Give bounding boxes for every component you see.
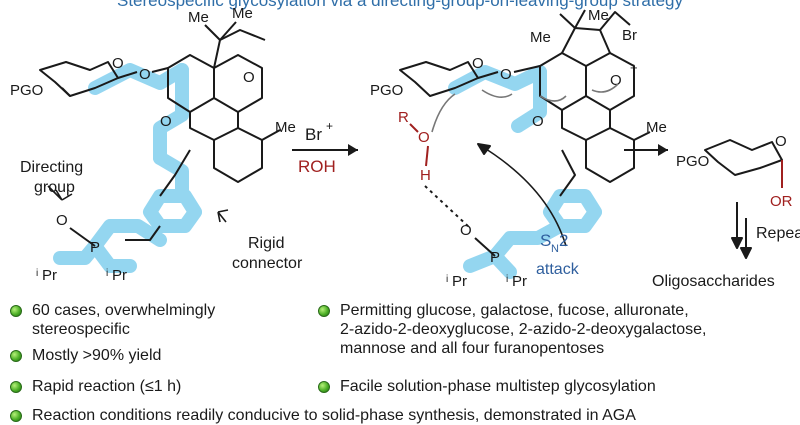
bullet-text: Reaction conditions readily conducive to… — [32, 407, 636, 424]
reagent-roh: ROH — [298, 157, 336, 176]
directing-group-label: Directing group — [20, 159, 88, 196]
iso-prefix-1: i — [36, 268, 38, 279]
figure-title: Stereospecific glycosylation via a direc… — [116, 0, 683, 10]
oxonium-charge: + — [630, 60, 638, 75]
rigid-connector-label: Rigid connector — [232, 235, 303, 272]
anomeric-oxygen-left: O — [139, 66, 151, 83]
bullet-solution-phase: Facile solution-phase multistep glycosyl… — [318, 377, 798, 396]
alcohol-oxygen: O — [418, 129, 430, 146]
anomeric-oxygen-mid: O — [500, 66, 512, 83]
bullet-text: 60 cases, overwhelmingly stereospecific — [32, 302, 216, 338]
alcohol-hydrogen: H — [420, 167, 431, 184]
reagent-plus: + — [326, 119, 333, 133]
iso-prefix-3: i — [446, 274, 448, 285]
directing-group-line-2: group — [34, 179, 75, 196]
attack-label: attack — [536, 261, 580, 278]
bullet-text: Permitting glucose, galactose, fucose, a… — [340, 302, 707, 357]
reaction-scheme: PGO O O Me O O Me Me O P i Pr i Pr Direc… — [10, 5, 800, 290]
bullet-dot-icon — [318, 305, 330, 317]
bullet-cases: 60 cases, overwhelmingly stereospecific — [10, 301, 310, 339]
gem-methyl-2: Me — [232, 5, 253, 22]
oligosaccharides-label: Oligosaccharides — [652, 273, 775, 290]
phosphorus-left: P — [90, 239, 100, 256]
gem-methyl-1: Me — [188, 9, 209, 26]
phosphoryl-oxygen-left: O — [56, 212, 68, 229]
donor-structure: PGO O O Me O O Me Me O P i Pr i Pr — [10, 5, 296, 284]
ring-oxygen-right: O — [775, 133, 787, 150]
rigid-connector-line-2: connector — [232, 255, 303, 272]
pgo-right-label: PGO — [676, 153, 709, 170]
bullet-text: Mostly >90% yield — [32, 347, 162, 364]
chromone-oxygen-mid: O — [532, 113, 544, 130]
sn2-label: S N 2 attack — [536, 231, 580, 278]
bullet-text: Facile solution-phase multistep glycosyl… — [340, 378, 656, 395]
product-arrow — [624, 144, 668, 156]
mid-methyl-1: Me — [530, 29, 551, 46]
bullet-scope: Permitting glucose, galactose, fucose, a… — [318, 301, 798, 358]
bullet-yield: Mostly >90% yield — [10, 346, 310, 365]
reaction-arrow: Br + ROH — [292, 119, 358, 176]
directing-arrow-icon — [47, 185, 73, 201]
directing-group-line-1: Directing — [20, 159, 83, 176]
sn2-2: 2 — [559, 231, 568, 250]
bullet-rapid: Rapid reaction (≤1 h) — [10, 377, 310, 396]
product-structure: PGO O OR — [676, 133, 793, 259]
ketone-oxygen-left: O — [243, 69, 255, 86]
repeat-label: Repeat — [756, 225, 800, 242]
pgo-left-label: PGO — [10, 82, 43, 99]
bullet-dot-icon — [10, 381, 22, 393]
rigid-connector-line-1: Rigid — [248, 235, 284, 252]
mid-methyl-2: Me — [588, 7, 609, 24]
ipr-label-2: Pr — [112, 267, 127, 284]
bullet-dot-icon — [10, 410, 22, 422]
ipr-label-3: Pr — [452, 273, 467, 290]
bullet-dot-icon — [318, 381, 330, 393]
alcohol-r-label: R — [398, 109, 409, 126]
oxonium-oxygen: O — [610, 72, 622, 89]
ring-oxygen-left: O — [112, 55, 124, 72]
intermediate-structure: PGO O O Me Me Br O + Me O O P i Pr i Pr … — [370, 7, 667, 290]
chromone-oxygen-left: O — [160, 113, 172, 130]
bullet-dot-icon — [10, 350, 22, 362]
phosphoryl-oxygen-mid: O — [460, 222, 472, 239]
ipr-label-1: Pr — [42, 267, 57, 284]
ring-oxygen-mid: O — [472, 55, 484, 72]
bullet-dot-icon — [10, 305, 22, 317]
reagent-br: Br — [305, 125, 322, 144]
methyl-label-mid: Me — [646, 119, 667, 136]
iso-prefix-4: i — [506, 274, 508, 285]
sn2-n: N — [551, 243, 559, 255]
bromomethyl-label: Br — [622, 27, 637, 44]
connector-arrow-icon — [217, 209, 229, 223]
pgo-mid-label: PGO — [370, 82, 403, 99]
sn2-s: S — [540, 231, 551, 250]
glycoside-or-label: OR — [770, 193, 793, 210]
phosphorus-mid: P — [490, 249, 500, 266]
methyl-label-left: Me — [275, 119, 296, 136]
bullet-solid-phase: Reaction conditions readily conducive to… — [10, 406, 800, 425]
ipr-label-4: Pr — [512, 273, 527, 290]
iso-prefix-2: i — [106, 268, 108, 279]
bullet-text: Rapid reaction (≤1 h) — [32, 378, 182, 395]
